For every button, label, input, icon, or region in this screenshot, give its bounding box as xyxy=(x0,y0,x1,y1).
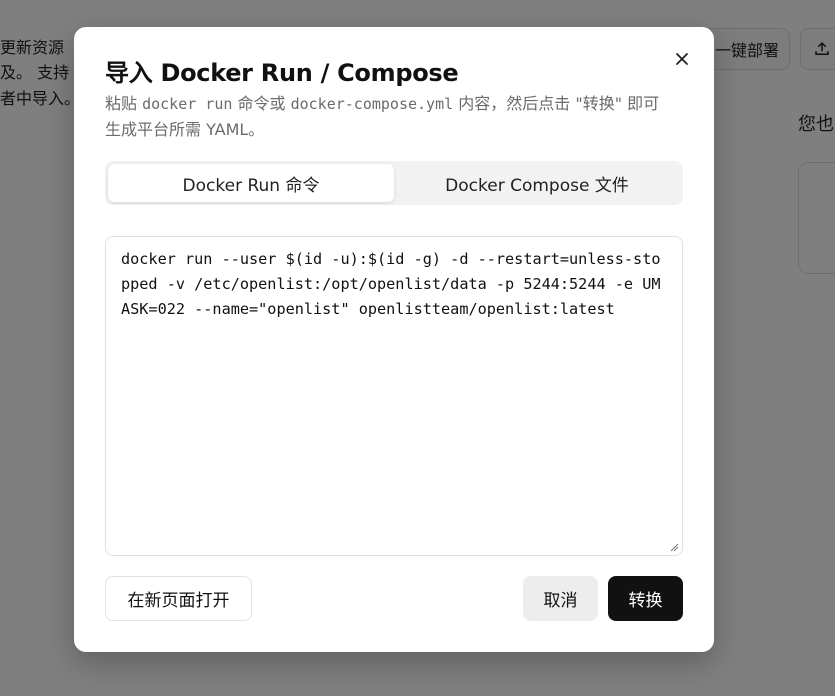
tab-docker-run[interactable]: Docker Run 命令 xyxy=(108,164,394,202)
tab-docker-compose[interactable]: Docker Compose 文件 xyxy=(394,164,680,202)
command-textarea[interactable]: docker run --user $(id -u):$(id -g) -d -… xyxy=(105,236,683,556)
description-code-docker-run: docker run xyxy=(142,95,233,113)
close-icon xyxy=(676,53,688,65)
open-in-new-page-label: 在新页面打开 xyxy=(127,591,230,611)
close-button[interactable] xyxy=(670,47,694,71)
cancel-button[interactable]: 取消 xyxy=(523,576,598,621)
description-text-2: 命令或 xyxy=(232,94,291,113)
convert-button[interactable]: 转换 xyxy=(608,576,683,621)
resize-handle-icon[interactable] xyxy=(669,542,679,552)
dialog-title: 导入 Docker Run / Compose xyxy=(105,59,459,87)
description-text-1: 粘贴 xyxy=(105,94,143,113)
command-text: docker run --user $(id -u):$(id -g) -d -… xyxy=(121,250,661,318)
tab-docker-run-label: Docker Run 命令 xyxy=(182,175,320,196)
tab-docker-compose-label: Docker Compose 文件 xyxy=(445,175,629,196)
convert-button-label: 转换 xyxy=(628,591,663,611)
open-in-new-page-button[interactable]: 在新页面打开 xyxy=(105,576,252,621)
description-code-compose-file: docker-compose.yml xyxy=(290,95,454,113)
dialog-description: 粘贴 docker run 命令或 docker-compose.yml 内容，… xyxy=(105,91,675,143)
description-text-3: 内容，然后点击 "转换" 即可生成平台所需 YAML。 xyxy=(105,94,660,139)
import-type-tabs: Docker Run 命令 Docker Compose 文件 xyxy=(105,161,683,205)
import-dialog: 导入 Docker Run / Compose 粘贴 docker run 命令… xyxy=(74,27,714,652)
cancel-button-label: 取消 xyxy=(543,591,578,611)
